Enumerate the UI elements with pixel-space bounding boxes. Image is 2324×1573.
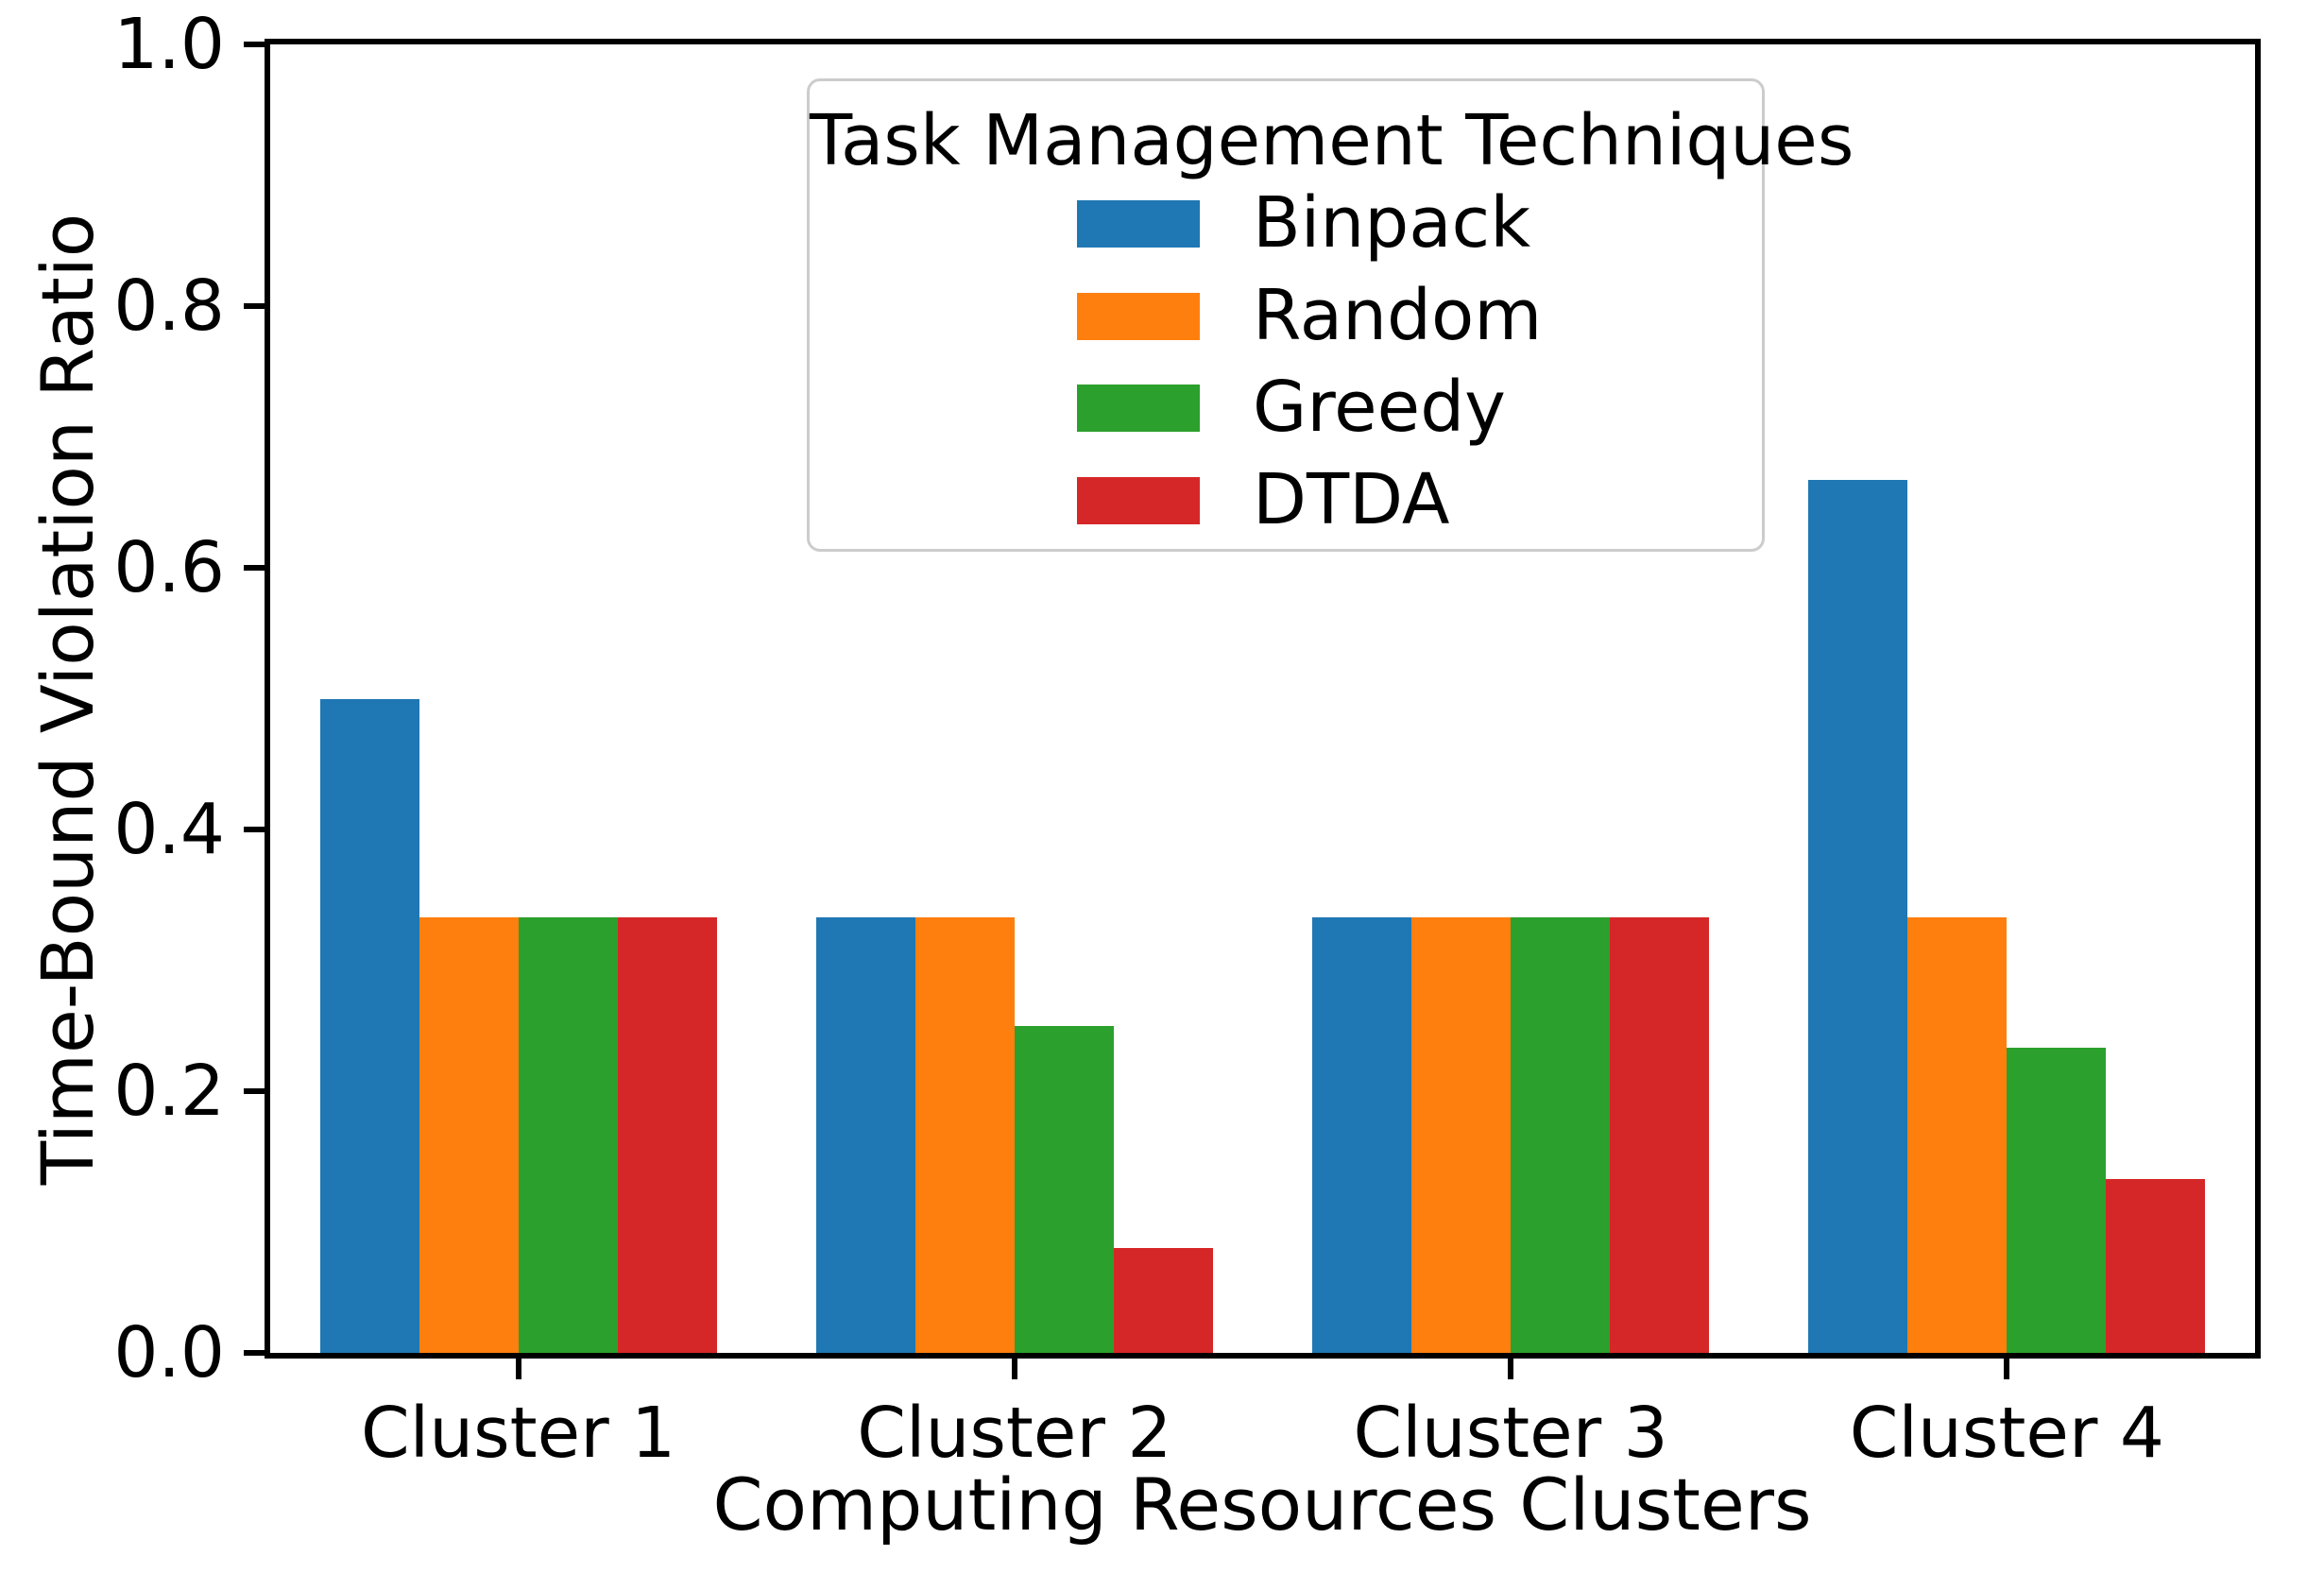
x-tick-label: Cluster 3 [1353,1393,1668,1474]
bar-random-cluster-4 [1907,916,2008,1353]
legend-item-random: Random [810,281,1762,351]
legend-swatch-random [1077,293,1200,340]
x-tick-label: Cluster 1 [360,1393,676,1474]
bar-greedy-cluster-3 [1511,916,1611,1353]
x-tick-mark [2004,1359,2010,1379]
bar-dtda-cluster-4 [2106,1178,2206,1353]
legend-item-dtda: DTDA [810,465,1762,535]
bar-greedy-cluster-2 [1014,1025,1114,1353]
legend-label: Greedy [1253,367,1506,448]
bar-binpack-cluster-3 [1312,916,1412,1353]
bar-dtda-cluster-1 [617,916,717,1353]
x-tick-label: Cluster 2 [857,1393,1172,1474]
legend-label: Binpack [1253,182,1531,264]
y-tick-mark [244,827,265,832]
y-tick-label: 0.6 [113,527,225,608]
bar-greedy-cluster-4 [2007,1048,2107,1353]
legend-item-binpack: Binpack [810,188,1762,258]
legend-swatch-greedy [1077,385,1200,432]
legend-title: Task Management Techniques [810,100,1854,181]
bar-binpack-cluster-4 [1808,480,1908,1353]
legend-swatch-binpack [1077,200,1200,248]
bar-dtda-cluster-3 [1610,916,1710,1353]
legend-label: Random [1253,275,1543,356]
y-tick-mark [244,1350,265,1356]
legend-swatch-dtda [1077,477,1200,524]
x-tick-mark [515,1359,521,1379]
y-axis-label: Time-Bound Violation Ratio [26,213,110,1186]
bar-random-cluster-3 [1411,916,1512,1353]
y-tick-mark [244,1088,265,1094]
y-tick-label: 0.0 [113,1312,225,1393]
legend-item-greedy: Greedy [810,372,1762,442]
bar-dtda-cluster-2 [1113,1248,1213,1353]
y-tick-mark [244,303,265,309]
bar-random-cluster-2 [914,916,1015,1353]
x-tick-mark [1011,1359,1017,1379]
bar-binpack-cluster-2 [815,916,915,1353]
y-tick-label: 0.8 [113,265,225,347]
x-axis-label: Computing Resources Clusters [712,1462,1812,1547]
y-tick-label: 0.2 [113,1051,225,1132]
legend-label: DTDA [1253,459,1450,540]
bar-random-cluster-1 [419,916,519,1353]
y-tick-label: 1.0 [113,4,225,85]
y-tick-mark [244,565,265,571]
y-tick-label: 0.4 [113,789,225,870]
bar-greedy-cluster-1 [518,916,618,1353]
bar-binpack-cluster-1 [319,698,419,1353]
y-tick-mark [244,42,265,47]
x-tick-label: Cluster 4 [1849,1393,2164,1474]
plot-area [265,39,2261,1359]
x-tick-mark [1508,1359,1514,1379]
